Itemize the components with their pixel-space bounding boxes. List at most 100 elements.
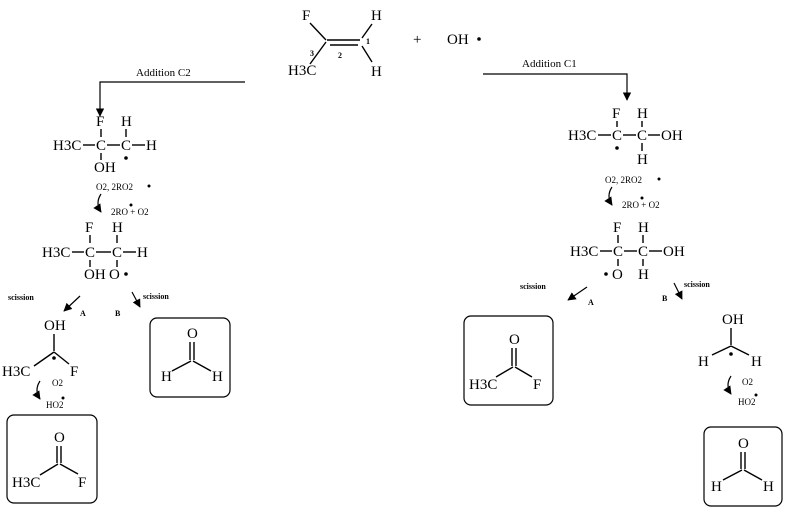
left-step2-top: O2: [52, 378, 63, 388]
bond-f-c2: [309, 22, 327, 41]
left-scission-b: scission: [143, 292, 169, 301]
right-arrow-a: [567, 286, 588, 301]
bond: [514, 366, 533, 378]
right-label-a: A: [588, 298, 594, 307]
bond: [59, 463, 79, 475]
right-adduct-h: H: [637, 106, 648, 122]
left-adduct-oh: OH: [94, 160, 116, 176]
bond: [33, 351, 55, 367]
reactant-molecule: F H H H3C 1 2 3: [288, 8, 382, 80]
left-alkoxy-ch3: H3C: [42, 245, 70, 261]
right-radical-h1: H: [698, 354, 709, 370]
left-label-a: A: [80, 309, 86, 318]
bond: [495, 366, 514, 378]
right-scission-b: scission: [684, 280, 710, 289]
right-radical-h2: H: [751, 354, 762, 370]
right-alkoxy-f: F: [613, 220, 621, 236]
bond-c1-h-top: [361, 23, 373, 39]
left-adduct-c: C: [96, 138, 106, 154]
right-acetylfluoride-f: F: [533, 377, 541, 393]
left-alkoxy-o: O: [109, 267, 120, 283]
bond: [171, 360, 192, 372]
right-label-b: B: [662, 294, 668, 303]
right-acetylfluoride-ch3: H3C: [469, 377, 497, 393]
right-step2-arrow: [723, 375, 732, 395]
left-scission-a: scission: [8, 293, 34, 302]
left-acetylfluoride: O H3C F: [12, 430, 86, 491]
bond: [743, 469, 763, 481]
right-alkoxy-h-bottom: H: [638, 267, 649, 283]
right-alkoxy-c2: C: [638, 244, 648, 260]
right-acetylfluoride-box: [463, 315, 554, 406]
right-adduct: F H H3C C C OH H: [568, 106, 683, 168]
left-addition-arrow: [95, 81, 245, 117]
right-acetylfluoride: O H3C F: [469, 332, 541, 393]
reactant-c3-label: 3: [310, 49, 314, 58]
left-formaldehyde-h2: H: [212, 369, 223, 385]
left-formaldehyde-o: O: [187, 326, 198, 342]
right-alkoxy: F H H3C C C OH O H: [570, 220, 685, 283]
left-arrow-a: [63, 295, 81, 312]
left-alkoxy-radical-dot: [124, 272, 128, 276]
right-acetylfluoride-o: O: [509, 332, 520, 348]
reactant-c2-label: 2: [338, 51, 342, 60]
right-alkoxy-radical-dot: [604, 272, 608, 276]
left-alkoxy-h: H: [112, 220, 123, 236]
right-alkoxy-oh: OH: [663, 244, 685, 260]
bond: [722, 469, 743, 481]
left-formaldehyde: O H H: [161, 326, 223, 385]
right-pathway: Addition C1 F H H3C C C OH H O2, 2RO2 2R…: [463, 58, 783, 507]
right-adduct-c2: C: [637, 128, 647, 144]
bond: [53, 351, 70, 365]
dot: [147, 184, 151, 188]
left-adduct-ch3: H3C: [53, 138, 81, 154]
right-radical-dot: [729, 352, 733, 356]
reactant-ch3: H3C: [288, 63, 316, 79]
reactant-f: F: [302, 8, 310, 24]
right-step1-top: O2, 2RO2: [605, 175, 642, 185]
left-adduct-ch: C: [121, 138, 131, 154]
right-alkoxy-h: H: [638, 220, 649, 236]
right-formaldehyde-box: [703, 426, 783, 507]
right-adduct-f: F: [612, 106, 620, 122]
left-step1-bottom: 2RO + O2: [111, 207, 149, 217]
left-arrow-label: Addition C2: [136, 67, 191, 79]
oh-radical-dot: [477, 37, 481, 41]
left-adduct-h: H: [121, 114, 132, 130]
right-step2-top: O2: [742, 377, 753, 387]
right-adduct-c1: C: [612, 128, 622, 144]
right-step1-arrow: [604, 186, 613, 206]
left-step2-arrow: [32, 380, 41, 400]
right-adduct-h-bottom: H: [637, 152, 648, 168]
right-adduct-oh: OH: [661, 128, 683, 144]
left-alkoxy-c2: C: [112, 245, 122, 261]
right-formaldehyde-o: O: [738, 436, 749, 452]
dot: [640, 196, 644, 200]
right-formaldehyde: O H H: [711, 436, 774, 495]
bond: [192, 360, 212, 372]
left-adduct: F H H3C C C H OH: [53, 114, 157, 176]
left-acetylfluoride-o: O: [54, 430, 65, 446]
left-radical-ch3: H3C: [2, 364, 30, 380]
dot: [129, 203, 133, 207]
right-formaldehyde-h2: H: [763, 479, 774, 495]
dot: [657, 177, 661, 181]
left-alkoxy-h-right: H: [137, 245, 148, 261]
left-alkoxy-oh: OH: [84, 267, 106, 283]
reactant-c1-label: 1: [366, 37, 370, 46]
left-label-b: B: [115, 309, 121, 318]
right-radical: OH H H: [698, 312, 762, 370]
left-alkoxy: F H H3C C C H OH O: [42, 220, 148, 283]
right-formaldehyde-h1: H: [711, 479, 722, 495]
right-alkoxy-c1: C: [613, 244, 623, 260]
left-radical-dot: [52, 356, 56, 360]
right-arrow-b: [673, 282, 683, 300]
reactant-h-top: H: [371, 8, 382, 24]
right-adduct-radical-dot: [615, 146, 619, 150]
left-radical-f: F: [70, 364, 78, 380]
left-adduct-h-right: H: [146, 138, 157, 154]
oh-radical: OH: [447, 32, 469, 48]
left-step1-top: O2, 2RO2: [96, 182, 133, 192]
right-addition-arrow: [483, 73, 632, 101]
